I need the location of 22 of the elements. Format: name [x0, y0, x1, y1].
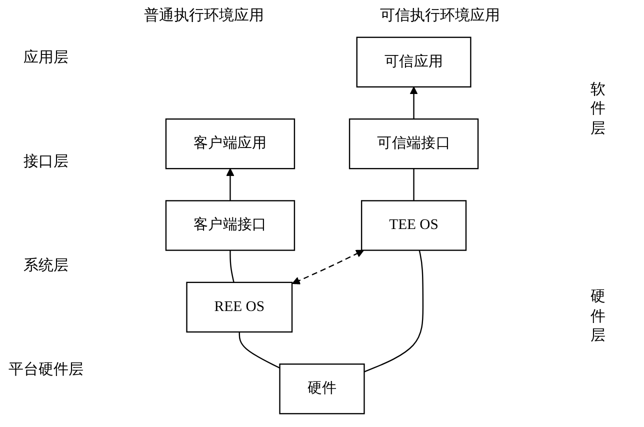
connector	[364, 250, 424, 372]
layer-label: 应用层	[22, 48, 70, 68]
node-box: 客户端应用	[165, 118, 296, 170]
node-box: TEE OS	[360, 200, 467, 251]
column-heading: 普通执行环境应用	[144, 6, 264, 26]
node-box: 可信端接口	[348, 118, 479, 170]
arrow	[410, 86, 418, 120]
layer-label: 平台硬件层	[8, 360, 84, 379]
layer-label: 硬件层	[590, 288, 606, 346]
layer-label: 软件层	[590, 80, 606, 138]
connector	[230, 250, 234, 283]
layer-label: 接口层	[22, 152, 70, 172]
arrow	[226, 168, 234, 201]
node-box: REE OS	[186, 282, 293, 333]
node-box: 客户端接口	[165, 200, 296, 251]
layer-label: 系统层	[22, 256, 70, 275]
node-box: 硬件	[279, 364, 365, 414]
connector	[413, 168, 414, 201]
arrow	[292, 250, 364, 284]
node-box: 可信应用	[356, 36, 472, 88]
connector	[238, 332, 280, 369]
column-heading: 可信执行环境应用	[380, 6, 500, 26]
